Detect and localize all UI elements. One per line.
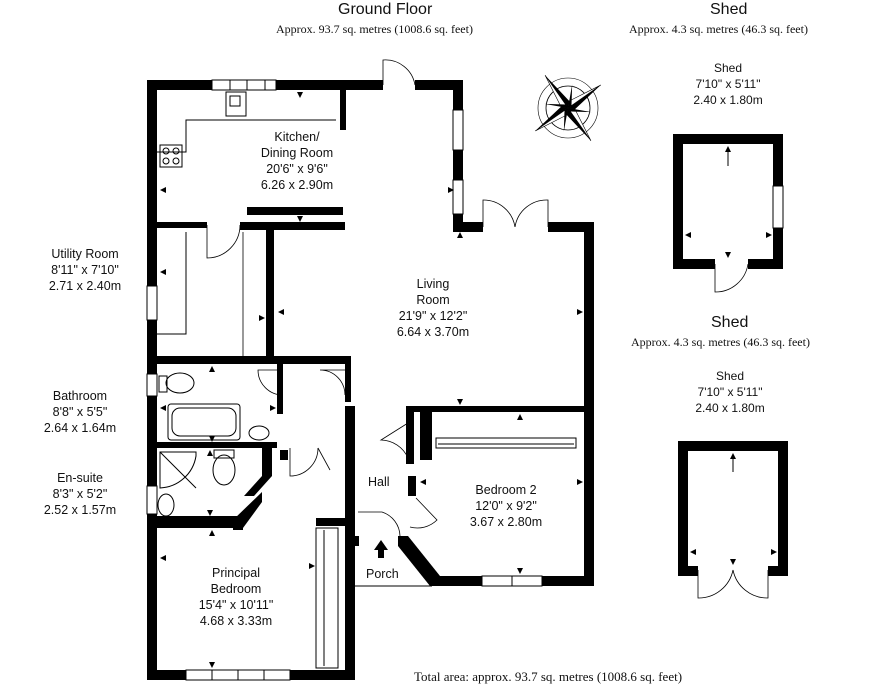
living-name-2: Room [416, 293, 450, 307]
kitchen-dim-imperial: 20'6" x 9'6" [266, 162, 328, 176]
shed-bottom-label: Shed 7'10" x 5'11" 2.40 x 1.80m [680, 368, 780, 416]
principal-name-1: Principal [212, 566, 260, 580]
ensuite-dim-metric: 2.52 x 1.57m [43, 503, 117, 517]
hob-icon [159, 144, 183, 168]
shed-top-area: Approx. 4.3 sq. metres (46.3 sq. feet) [629, 22, 808, 36]
hall-label: Hall [368, 475, 390, 489]
bathroom-dim-metric: 2.64 x 1.64m [43, 421, 117, 435]
dimension-arrows [160, 92, 583, 668]
porch-label: Porch [366, 567, 399, 581]
ground-floor-title: Ground Floor [338, 1, 433, 18]
ensuite-basin-icon [157, 493, 175, 517]
living-dim-imperial: 21'9" x 12'2" [398, 309, 468, 323]
windows [146, 79, 543, 681]
utility-name: Utility Room [51, 247, 119, 261]
shed-bottom-dim-metric: 2.40 x 1.80m [695, 401, 765, 415]
kitchen-name-1: Kitchen/ [274, 130, 320, 144]
bedroom-2-label: Bedroom 2 12'0" x 9'2" 3.67 x 2.80m [456, 482, 556, 530]
kitchen-dim-metric: 6.26 x 2.90m [260, 178, 334, 192]
shed-top-label: Shed 7'10" x 5'11" 2.40 x 1.80m [678, 60, 778, 108]
bathroom-fittings [158, 372, 270, 441]
kitchen-units [157, 91, 343, 335]
bathroom-dim-imperial: 8'8" x 5'5" [52, 405, 108, 419]
ensuite-name: En-suite [57, 471, 103, 485]
living-dim-metric: 6.64 x 3.70m [396, 325, 470, 339]
interior-walls [157, 90, 584, 530]
bedroom-2-name: Bedroom 2 [475, 483, 537, 497]
shed-top-name: Shed [713, 61, 743, 75]
shed-top-dim-metric: 2.40 x 1.80m [693, 93, 763, 107]
principal-name-2: Bedroom [210, 582, 262, 596]
kitchen-label: Kitchen/ Dining Room 20'6" x 9'6" 6.26 x… [247, 129, 347, 193]
utility-dim-metric: 2.71 x 2.40m [48, 279, 122, 293]
bath-icon [167, 403, 241, 441]
wardrobes [315, 437, 577, 669]
ensuite-label: En-suite 8'3" x 5'2" 2.52 x 1.57m [30, 470, 130, 518]
utility-dim-imperial: 8'11" x 7'10" [51, 263, 119, 277]
bathroom-label: Bathroom 8'8" x 5'5" 2.64 x 1.64m [30, 388, 130, 436]
shed-top-title: Shed [710, 1, 748, 18]
shed-bottom-name: Shed [715, 369, 745, 383]
basin-icon [248, 425, 270, 441]
principal-dim-imperial: 15'4" x 10'11" [198, 598, 274, 612]
shed-bottom-dim-imperial: 7'10" x 5'11" [697, 385, 763, 399]
bedroom-2-dim-imperial: 12'0" x 9'2" [475, 499, 537, 513]
bathroom-name: Bathroom [52, 389, 108, 403]
utility-label: Utility Room 8'11" x 7'10" 2.71 x 2.40m [30, 246, 140, 294]
living-name-1: Living [416, 277, 450, 291]
shed-bottom-title: Shed [711, 314, 749, 331]
principal-dim-metric: 4.68 x 3.33m [199, 614, 273, 628]
bedroom-2-dim-metric: 3.67 x 2.80m [469, 515, 543, 529]
principal-bedroom-label: Principal Bedroom 15'4" x 10'11" 4.68 x … [186, 565, 286, 629]
living-room-label: Living Room 21'9" x 12'2" 6.64 x 3.70m [383, 276, 483, 340]
ensuite-fittings [157, 449, 236, 517]
shed-bottom-walls [678, 441, 788, 599]
kitchen-name-2: Dining Room [260, 146, 334, 160]
ground-floor-area: Approx. 93.7 sq. metres (1008.6 sq. feet… [276, 22, 473, 36]
shed-bottom-arrows [690, 453, 777, 565]
shed-top-walls [673, 134, 784, 293]
shed-bottom-area: Approx. 4.3 sq. metres (46.3 sq. feet) [631, 335, 810, 349]
ensuite-toilet-icon [212, 454, 236, 486]
shed-top-arrows [685, 146, 772, 258]
toilet-icon [165, 372, 195, 394]
compass-rose-icon [535, 75, 601, 141]
ensuite-dim-imperial: 8'3" x 5'2" [52, 487, 108, 501]
doors [206, 59, 549, 537]
shed-top-dim-imperial: 7'10" x 5'11" [695, 77, 761, 91]
total-area: Total area: approx. 93.7 sq. metres (100… [414, 669, 683, 684]
